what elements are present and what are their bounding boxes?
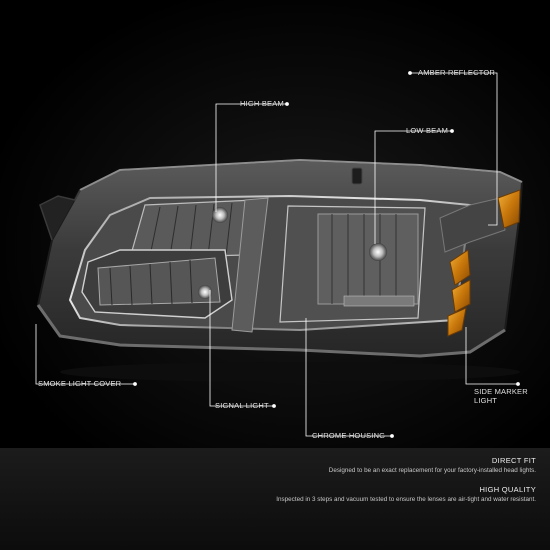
callout-amber-reflector: AMBER REFLECTOR bbox=[418, 68, 496, 77]
feature-desc-high-quality: Inspected in 3 steps and vacuum tested t… bbox=[276, 496, 536, 503]
callout-smoke-light-cover: SMOKE LIGHT COVER bbox=[38, 379, 122, 388]
mount-clip bbox=[351, 167, 363, 185]
callout-chrome-housing: CHROME HOUSING bbox=[312, 431, 386, 440]
low-beam-reflector bbox=[279, 205, 426, 323]
housing-lower-lip bbox=[36, 304, 506, 358]
callout-side-marker-line1: SIDE MARKER bbox=[474, 387, 528, 396]
callout-signal-light: SIGNAL LIGHT bbox=[215, 401, 269, 410]
feature-footer: DIRECT FIT Designed to be an exact repla… bbox=[0, 448, 550, 550]
amber-side-marker bbox=[439, 189, 521, 337]
mount-bracket bbox=[39, 189, 81, 241]
callout-high-beam: HIGH BEAM bbox=[240, 99, 284, 108]
feature-title-high-quality: HIGH QUALITY bbox=[479, 485, 536, 494]
callout-side-marker-light: SIDE MARKER LIGHT bbox=[474, 387, 528, 405]
reflector-divider bbox=[231, 197, 269, 333]
callout-lines bbox=[35, 71, 520, 438]
callout-low-beam: LOW BEAM bbox=[406, 126, 449, 135]
signal-light-reflector bbox=[81, 249, 233, 319]
feature-desc-direct-fit: Designed to be an exact replacement for … bbox=[328, 467, 536, 474]
high-beam-reflector bbox=[129, 199, 256, 259]
feature-title-direct-fit: DIRECT FIT bbox=[491, 456, 536, 465]
callout-side-marker-line2: LIGHT bbox=[474, 396, 498, 405]
housing-top-rim bbox=[79, 158, 523, 191]
floor-reflection bbox=[60, 362, 520, 382]
